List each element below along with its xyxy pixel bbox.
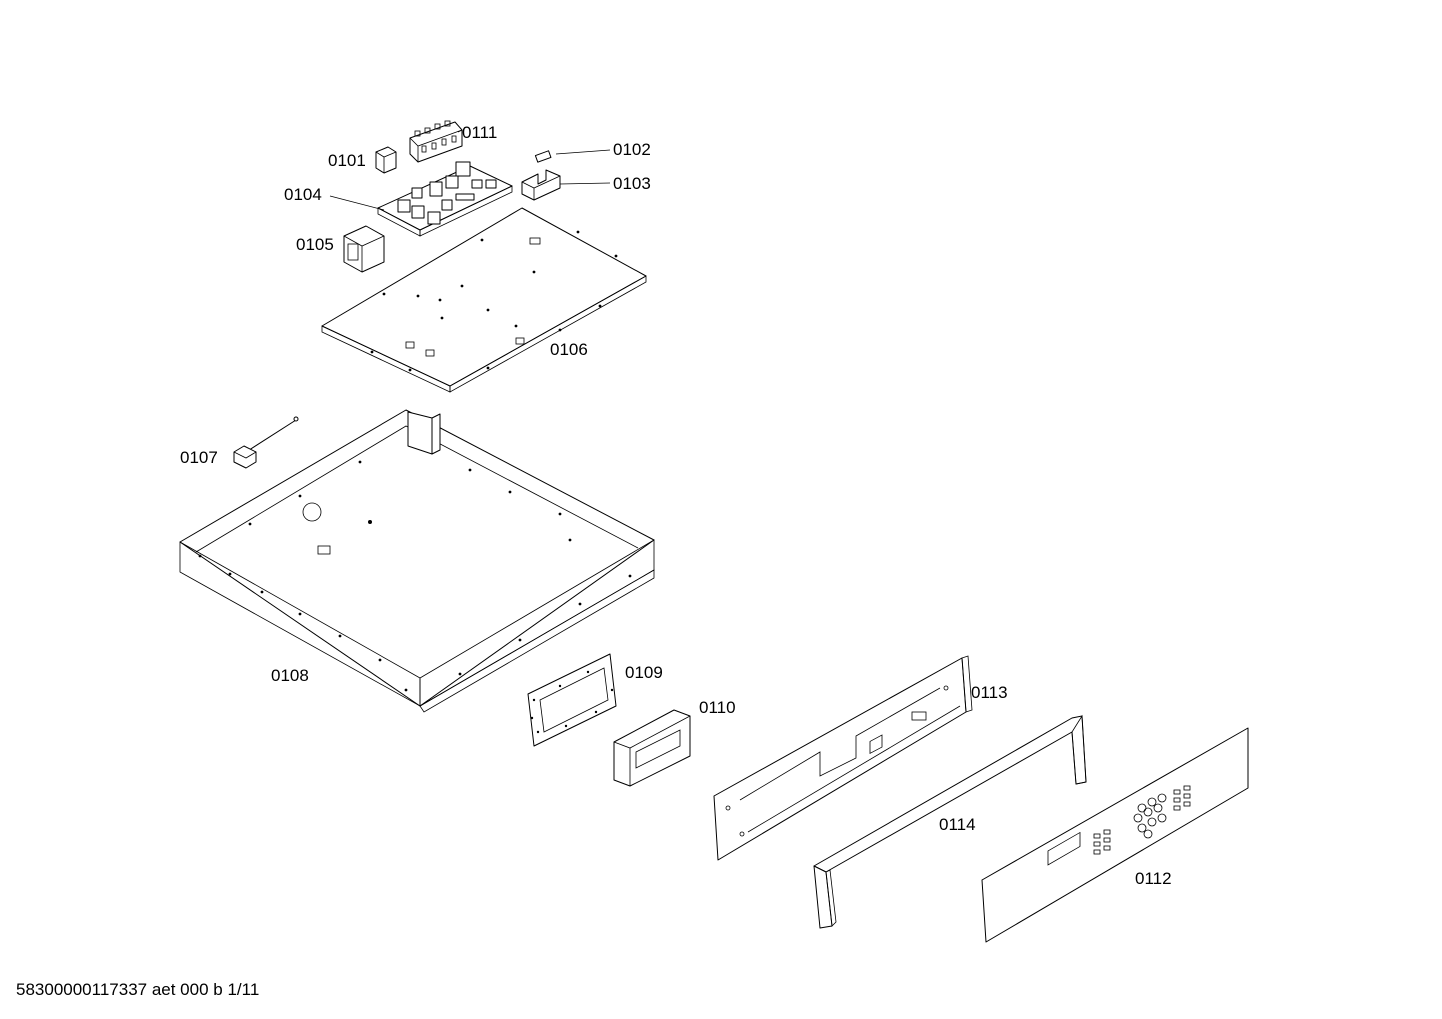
callout-0113: 0113 [971,683,1008,702]
callout-0112: 0112 [1135,869,1172,888]
callout-0103: 0103 [613,174,651,193]
part-0114-frame-trim[interactable] [813,714,1087,929]
part-0111-terminal-block[interactable] [409,120,463,163]
part-0113-inner-panel[interactable] [713,655,973,861]
callout-0106: 0106 [550,340,588,359]
part-0109-gasket-frame[interactable] [527,653,617,747]
part-0107-temperature-sensor[interactable] [233,416,299,469]
callout-0105: 0105 [296,235,334,254]
callout-0108: 0108 [271,666,309,685]
callout-0114: 0114 [939,815,976,834]
callout-0104: 0104 [284,185,322,204]
part-0105-transformer[interactable] [343,225,385,273]
part-0112-front-panel[interactable] [981,727,1249,943]
callout-0107: 0107 [180,448,218,467]
leader-lines [329,129,611,211]
part-0108-housing-tray[interactable] [179,409,655,713]
part-0104-circuit-board[interactable] [377,161,513,237]
part-0101-relay[interactable] [375,146,397,174]
document-id-footer: 58300000117337 aet 000 b 1/11 [16,980,260,999]
part-0106-mounting-plate[interactable] [321,207,647,393]
callout-0109: 0109 [625,663,663,682]
part-0103-bracket[interactable] [521,169,561,201]
callout-0111: 0111 [462,123,497,142]
part-0110-display-module[interactable] [613,709,691,787]
callout-0101: 0101 [328,151,366,170]
part-0102-fuse[interactable] [534,150,552,163]
callout-0102: 0102 [613,140,651,159]
callout-0110: 0110 [699,698,736,717]
